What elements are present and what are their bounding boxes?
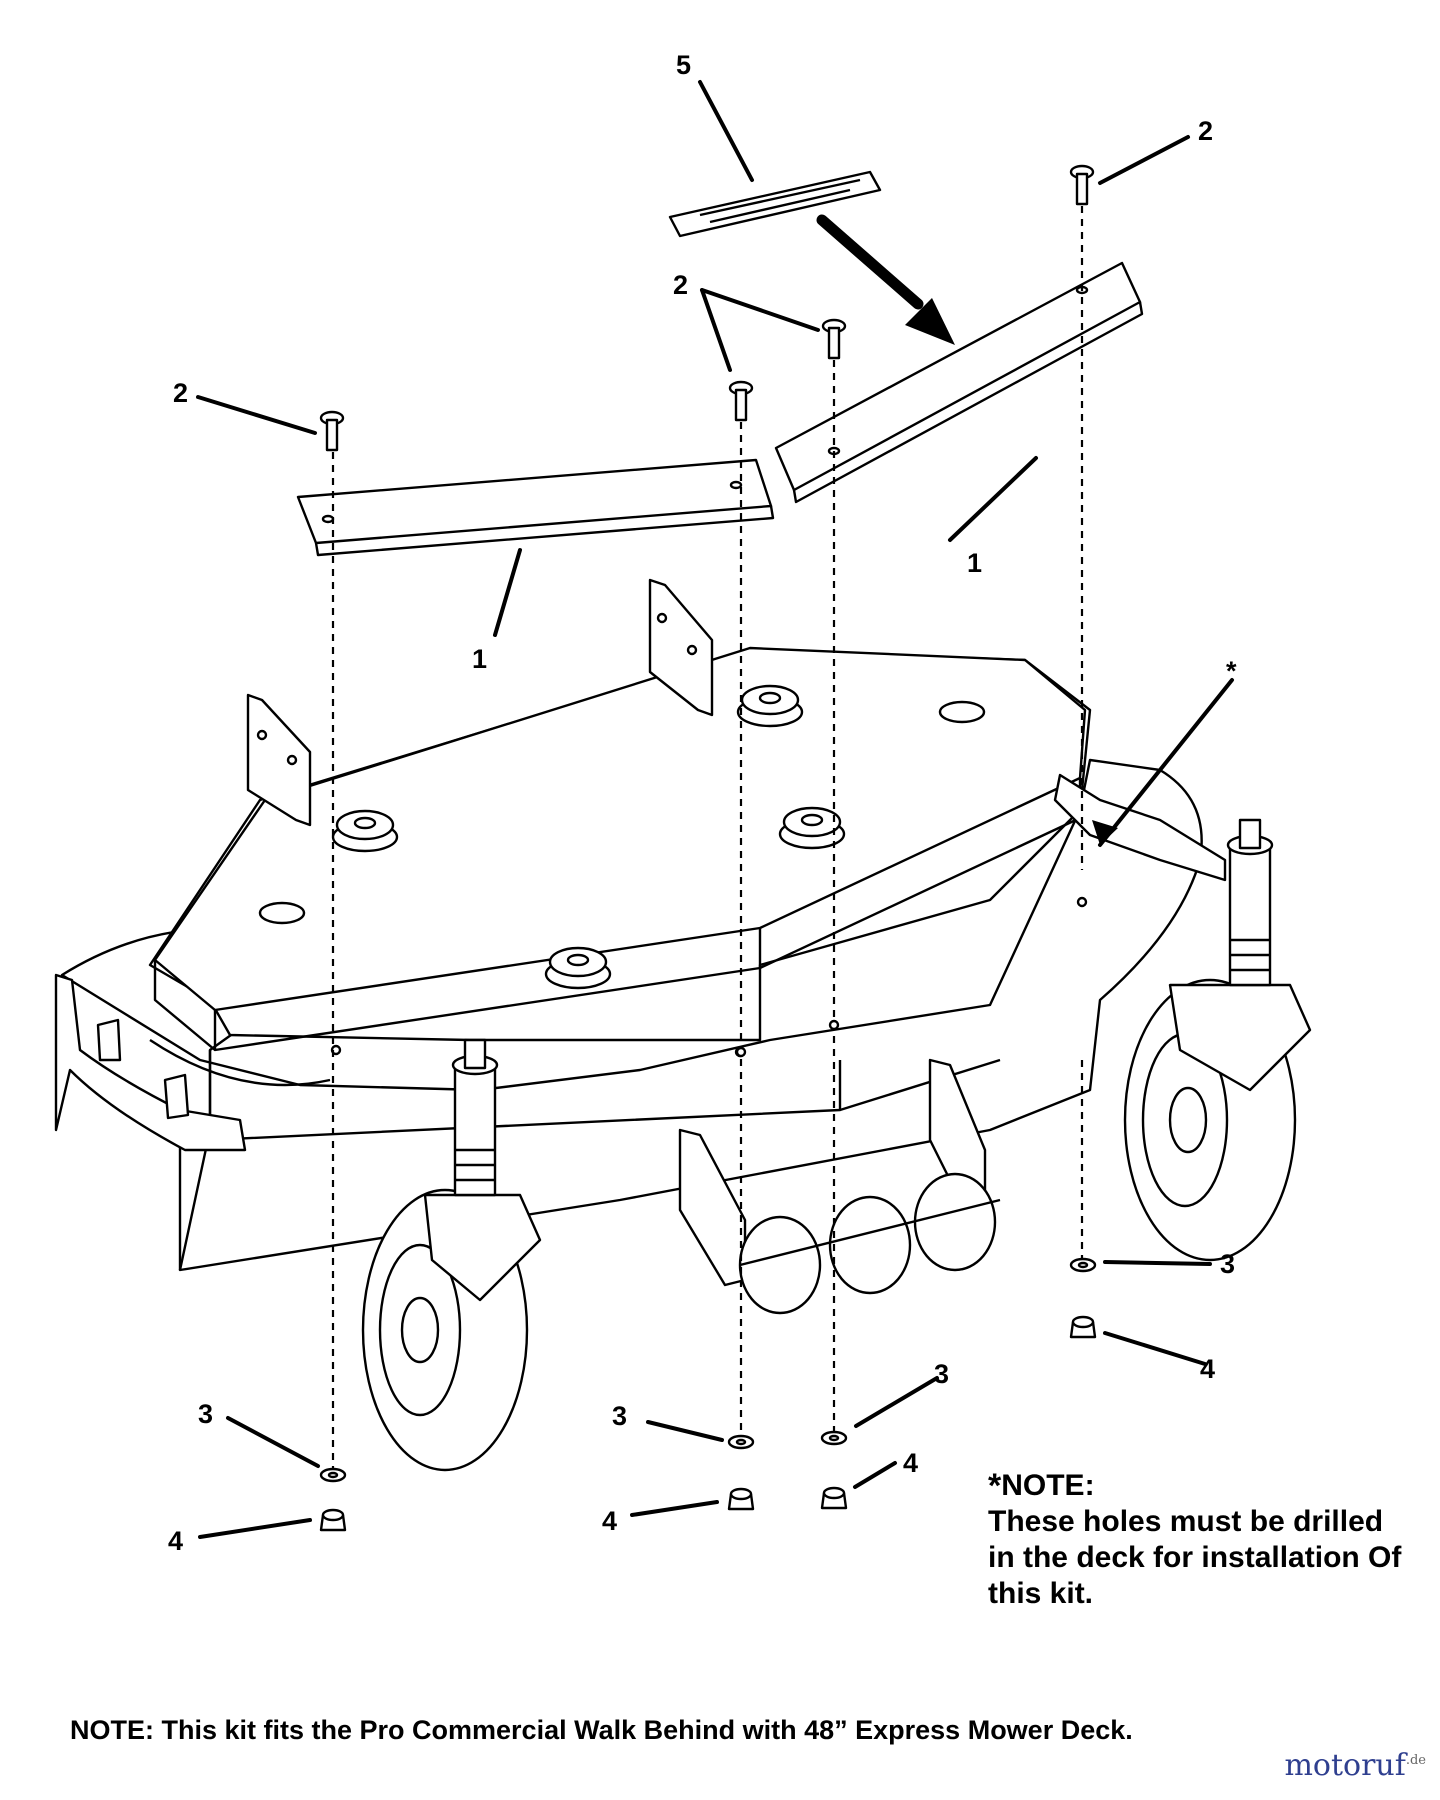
callout-2-middle: 2 — [673, 270, 688, 300]
watermark-suffix: .de — [1405, 1753, 1426, 1768]
callout-1-right: 1 — [967, 548, 982, 578]
callout-2-left: 2 — [173, 378, 188, 408]
callout-star: * — [1226, 656, 1237, 686]
callout-3-center-right: 3 — [934, 1359, 949, 1389]
watermark-brand: motoruf — [1284, 1748, 1406, 1783]
alignment-lines — [331, 206, 1088, 1470]
callout-4-left: 4 — [168, 1526, 183, 1556]
drilling-note-star: * — [988, 1467, 1002, 1505]
part-5-decal — [668, 170, 882, 238]
drilling-note-body: These holes must be drilled in the deck … — [988, 1505, 1402, 1610]
caster-wheel-front-right — [1123, 818, 1312, 1262]
rear-brackets — [246, 578, 714, 827]
side-bumper — [54, 973, 247, 1152]
install-arrow — [816, 214, 955, 345]
star-arrowhead — [1092, 820, 1118, 845]
callout-1-left: 1 — [472, 644, 487, 674]
caster-wheel-front-left — [361, 1038, 542, 1472]
callout-labels: 5 2 2 2 1 1 * 3 4 3 3 4 3 4 4 — [168, 50, 1237, 1556]
mower-deck — [60, 646, 1203, 1272]
compatibility-note: NOTE: This kit fits the Pro Commercial W… — [70, 1715, 1133, 1745]
part-2-bolts — [319, 164, 1095, 452]
leader-lines — [196, 80, 1234, 1539]
callout-2-top-right: 2 — [1198, 116, 1213, 146]
spindle-knobs — [331, 684, 846, 990]
callout-3-center: 3 — [612, 1401, 627, 1431]
callout-3-left: 3 — [198, 1399, 213, 1429]
part-4-nuts — [319, 1315, 1097, 1532]
callout-4-center-right: 4 — [903, 1448, 918, 1478]
callout-3-right: 3 — [1220, 1249, 1235, 1279]
callout-4-center: 4 — [602, 1506, 617, 1536]
drilling-note-heading: NOTE: — [1001, 1469, 1095, 1502]
callout-5: 5 — [676, 50, 691, 80]
part-1-right-bar — [774, 261, 1144, 504]
callout-4-right: 4 — [1200, 1354, 1215, 1384]
watermark-logo: motoruf.de — [1284, 1748, 1426, 1783]
part-1-left-bar — [296, 458, 775, 557]
anti-scalp-rollers — [678, 1058, 1001, 1315]
right-caster-arm — [1053, 773, 1227, 882]
drilling-note: *NOTE: These holes must be drilled in th… — [988, 1468, 1418, 1612]
